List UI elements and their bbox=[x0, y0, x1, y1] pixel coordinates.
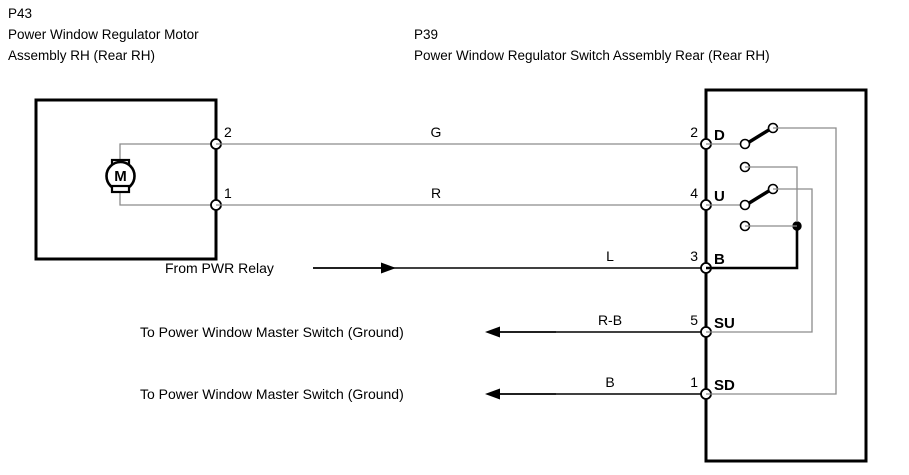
header-left-line1: Power Window Regulator Motor bbox=[8, 27, 199, 42]
switch-terminal-su-label: SU bbox=[714, 315, 735, 332]
header-left-line2: Assembly RH (Rear RH) bbox=[8, 48, 155, 63]
wire-l-label: L bbox=[606, 248, 614, 264]
anno-master-sd: To Power Window Master Switch (Ground) bbox=[140, 386, 556, 402]
anno-pwr-relay-arrow-icon bbox=[381, 262, 396, 274]
switch-route-d-to-sd bbox=[706, 127, 837, 395]
switch-terminal-b-number: 3 bbox=[690, 248, 698, 264]
anno-master-su: To Power Window Master Switch (Ground) bbox=[140, 324, 556, 340]
anno-master-su-arrow-icon bbox=[485, 326, 500, 338]
switch-terminal-d: 2 D bbox=[690, 124, 725, 150]
switch-terminal-u-label: U bbox=[714, 188, 725, 205]
header-right-code: P39 bbox=[414, 27, 438, 42]
wire-r-label: R bbox=[431, 185, 441, 201]
motor-assembly-box bbox=[34, 98, 218, 261]
switch-contact-u-pivot bbox=[739, 199, 751, 211]
switch-blade-u bbox=[744, 187, 774, 207]
switch-terminal-su-number: 5 bbox=[690, 312, 698, 328]
switch-terminal-d-number: 2 bbox=[690, 124, 698, 140]
switch-terminal-u: 4 U bbox=[690, 185, 725, 211]
header-left-code: P43 bbox=[8, 6, 32, 21]
motor-symbol: M bbox=[105, 158, 136, 194]
switch-route-mid-upper bbox=[745, 166, 798, 222]
wire-g-label: G bbox=[431, 124, 442, 140]
switch-terminal-sd: 1 SD bbox=[690, 374, 735, 400]
motor-terminal-1-number: 1 bbox=[224, 185, 232, 201]
switch-route-b-feed bbox=[706, 230, 799, 270]
anno-master-sd-arrow-icon bbox=[485, 388, 500, 400]
motor-terminal-2-number: 2 bbox=[224, 124, 232, 140]
header-left: P43 Power Window Regulator Motor Assembl… bbox=[8, 6, 199, 63]
switch-terminal-su: 5 SU bbox=[690, 312, 735, 338]
anno-master-su-text: To Power Window Master Switch (Ground) bbox=[140, 324, 404, 340]
header-right: P39 Power Window Regulator Switch Assemb… bbox=[414, 27, 770, 63]
switch-terminal-sd-label: SD bbox=[714, 377, 735, 394]
switch-assembly-box bbox=[704, 88, 868, 463]
switch-route-u-to-su bbox=[706, 188, 813, 333]
anno-pwr-relay: From PWR Relay bbox=[165, 260, 396, 276]
switch-terminal-u-number: 4 bbox=[690, 185, 698, 201]
motor-terminal-2: 2 bbox=[210, 124, 232, 150]
header-right-line1: Power Window Regulator Switch Assembly R… bbox=[414, 48, 770, 63]
switch-terminal-sd-number: 1 bbox=[690, 374, 698, 390]
wire-b-label: B bbox=[605, 374, 614, 390]
switch-terminal-d-label: D bbox=[714, 127, 725, 144]
motor-symbol-letter: M bbox=[114, 168, 127, 185]
anno-pwr-relay-text: From PWR Relay bbox=[165, 260, 274, 276]
motor-internal-wiring bbox=[119, 143, 216, 206]
switch-terminal-b-label: B bbox=[714, 251, 725, 268]
anno-master-sd-text: To Power Window Master Switch (Ground) bbox=[140, 386, 404, 402]
switch-blade-d bbox=[744, 126, 774, 146]
motor-terminal-1: 1 bbox=[210, 185, 232, 211]
wire-rb-label: R-B bbox=[598, 312, 622, 328]
switch-contact-d-pivot bbox=[739, 138, 751, 150]
